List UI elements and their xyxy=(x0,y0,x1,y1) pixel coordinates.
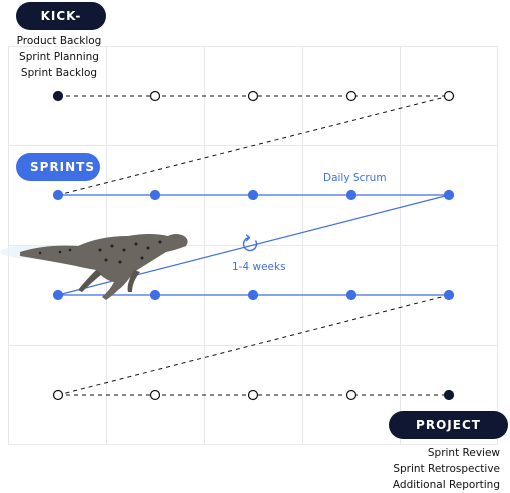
goal-node xyxy=(443,389,455,401)
goal-items: Sprint Review Sprint Retrospective Addit… xyxy=(393,445,500,493)
sprints-badge: SPRINTS xyxy=(16,153,100,181)
project-goal-badge: PROJECT GOAL xyxy=(389,411,508,460)
goal-node xyxy=(345,389,357,401)
goal-node xyxy=(149,389,161,401)
kickoff-badge: KICK-OFF xyxy=(16,2,106,51)
cycle-length-label: 1-4 weeks xyxy=(232,261,286,273)
sprint-node xyxy=(443,289,455,301)
sprint-node xyxy=(345,289,357,301)
kickoff-item-sprint-backlog: Sprint Backlog xyxy=(20,67,98,79)
kickoff-node xyxy=(52,90,64,102)
sprint-node xyxy=(345,189,357,201)
sprint-node xyxy=(149,289,161,301)
goal-item-sprint-review: Sprint Review xyxy=(427,447,500,459)
kickoff-node xyxy=(247,90,259,102)
kickoff-item-product-backlog: Product Backlog xyxy=(16,35,102,47)
kickoff-node xyxy=(345,90,357,102)
kickoff-item-sprint-planning: Sprint Planning xyxy=(19,51,99,63)
kickoff-node xyxy=(149,90,161,102)
kickoff-node xyxy=(443,90,455,102)
sprint-node xyxy=(247,189,259,201)
goal-item-sprint-retrospective: Sprint Retrospective xyxy=(393,463,500,475)
goal-node xyxy=(247,389,259,401)
cheetah-illustration xyxy=(0,234,188,300)
timeline-nodes xyxy=(52,90,455,401)
sprint-node xyxy=(52,289,64,301)
sprint-node xyxy=(443,189,455,201)
kickoff-items: Product Backlog Sprint Planning Sprint B… xyxy=(0,33,118,81)
sprint-node xyxy=(247,289,259,301)
sprint-node xyxy=(149,189,161,201)
goal-node xyxy=(52,389,64,401)
cycle-arrow-icon xyxy=(242,234,258,252)
goal-item-additional-reporting: Additional Reporting xyxy=(392,479,500,491)
daily-scrum-label: Daily Scrum xyxy=(323,172,387,184)
sprint-node xyxy=(52,189,64,201)
